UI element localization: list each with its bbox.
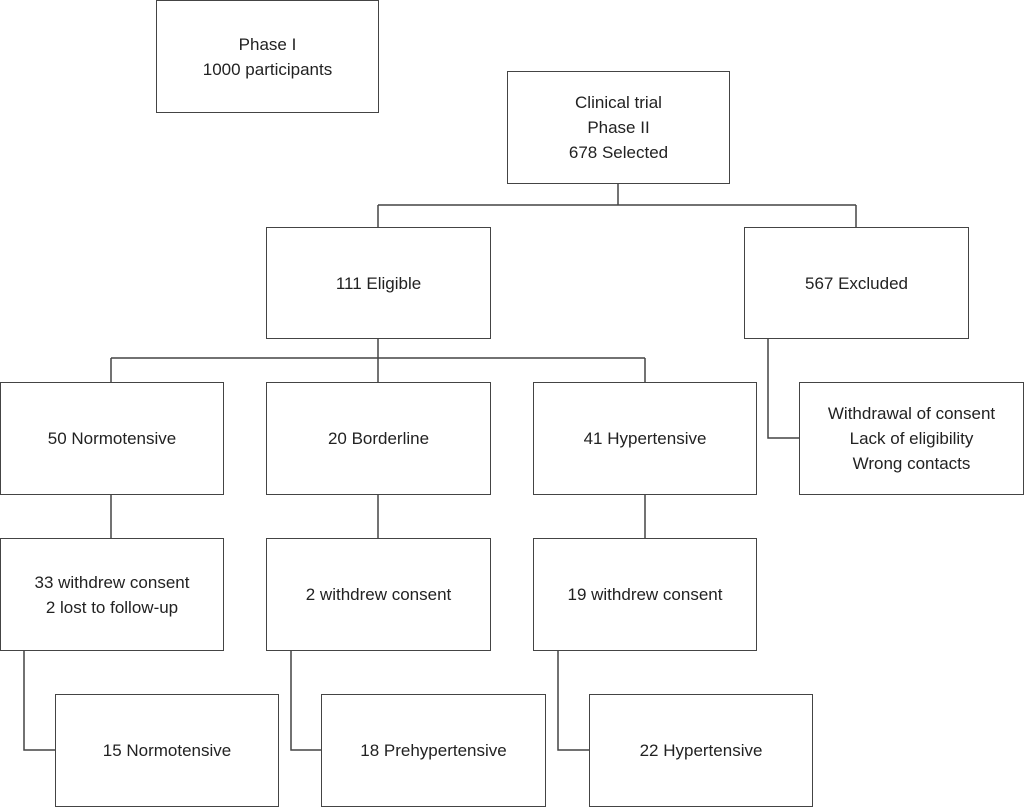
normotensive-dropout-line-2: 2 lost to follow-up xyxy=(45,597,179,617)
borderline-label: 20 Borderline xyxy=(327,429,430,448)
excluded-label: 567 Excluded xyxy=(804,273,909,293)
exclusion-reason-1: Withdrawal of consent xyxy=(827,404,996,423)
phase1-line-1: Phase I xyxy=(238,34,297,54)
excluded-box: 567 Excluded xyxy=(744,227,969,339)
hypertensive-box: 41 Hypertensive xyxy=(533,382,757,495)
phase2-line-2: Phase II xyxy=(587,118,650,137)
hypertensive-final-box: 22 Hypertensive xyxy=(589,694,813,807)
hypertensive-dropout-label: 19 withdrew consent xyxy=(567,585,723,604)
normotensive-dropout-box: 33 withdrew consent 2 lost to follow-up xyxy=(0,538,224,651)
borderline-final-label: 18 Prehypertensive xyxy=(360,741,507,760)
phase1-line-2: 1000 participants xyxy=(202,59,333,79)
normotensive-final-box: 15 Normotensive xyxy=(55,694,279,807)
connector-hypertensive-final xyxy=(557,651,590,751)
exclusion-reason-2: Lack of eligibility xyxy=(849,429,974,448)
connector-normotensive-final xyxy=(23,651,56,751)
borderline-box: 20 Borderline xyxy=(266,382,491,495)
connector-borderline-final xyxy=(290,651,322,751)
phase2-line-3: 678 Selected xyxy=(568,143,669,162)
borderline-final-box: 18 Prehypertensive xyxy=(321,694,546,807)
exclusion-reasons-box: Withdrawal of consent Lack of eligibilit… xyxy=(799,382,1024,495)
exclusion-reason-3: Wrong contacts xyxy=(852,454,971,473)
eligible-label: 111 Eligible xyxy=(335,273,422,293)
normotensive-box: 50 Normotensive xyxy=(0,382,224,495)
hypertensive-final-label: 22 Hypertensive xyxy=(639,741,763,760)
hypertensive-dropout-box: 19 withdrew consent xyxy=(533,538,757,651)
hypertensive-label: 41 Hypertensive xyxy=(583,429,707,448)
normotensive-dropout-line-1: 33 withdrew consent xyxy=(34,572,190,592)
connector-excluded-reasons xyxy=(767,339,800,439)
eligible-box: 111 Eligible xyxy=(266,227,491,339)
phase2-box: Clinical trial Phase II 678 Selected xyxy=(507,71,730,184)
normotensive-label: 50 Normotensive xyxy=(47,429,177,448)
phase1-box: Phase I 1000 participants xyxy=(156,0,379,113)
borderline-dropout-box: 2 withdrew consent xyxy=(266,538,491,651)
normotensive-final-label: 15 Normotensive xyxy=(102,741,232,760)
borderline-dropout-label: 2 withdrew consent xyxy=(305,585,452,604)
phase2-line-1: Clinical trial xyxy=(575,93,662,112)
